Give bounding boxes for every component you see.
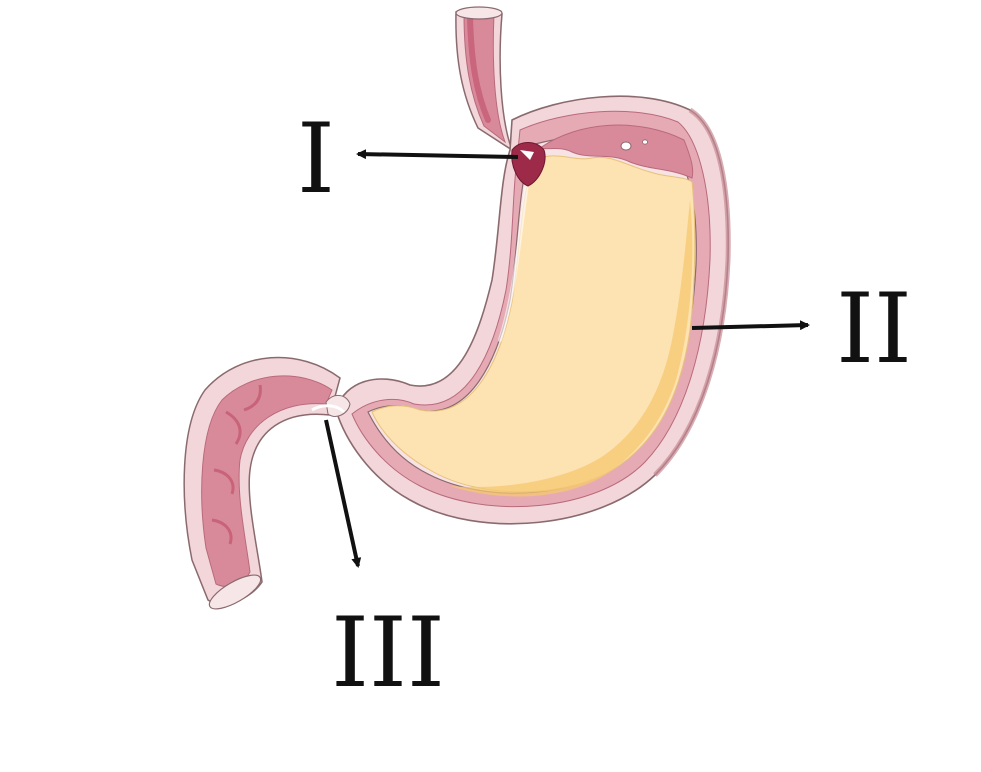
stomach: [335, 95, 731, 525]
esophagus: [455, 6, 514, 152]
duodenum: [183, 356, 341, 610]
pyloric-sphincter: [311, 395, 351, 417]
arrow-one: [356, 149, 519, 160]
arrow-two: [691, 320, 810, 331]
cardiac-sphincter: [511, 142, 546, 187]
arrow-three: [324, 419, 362, 568]
label-one: I: [297, 103, 335, 215]
label-three: III: [331, 597, 445, 709]
label-two: II: [836, 273, 912, 385]
